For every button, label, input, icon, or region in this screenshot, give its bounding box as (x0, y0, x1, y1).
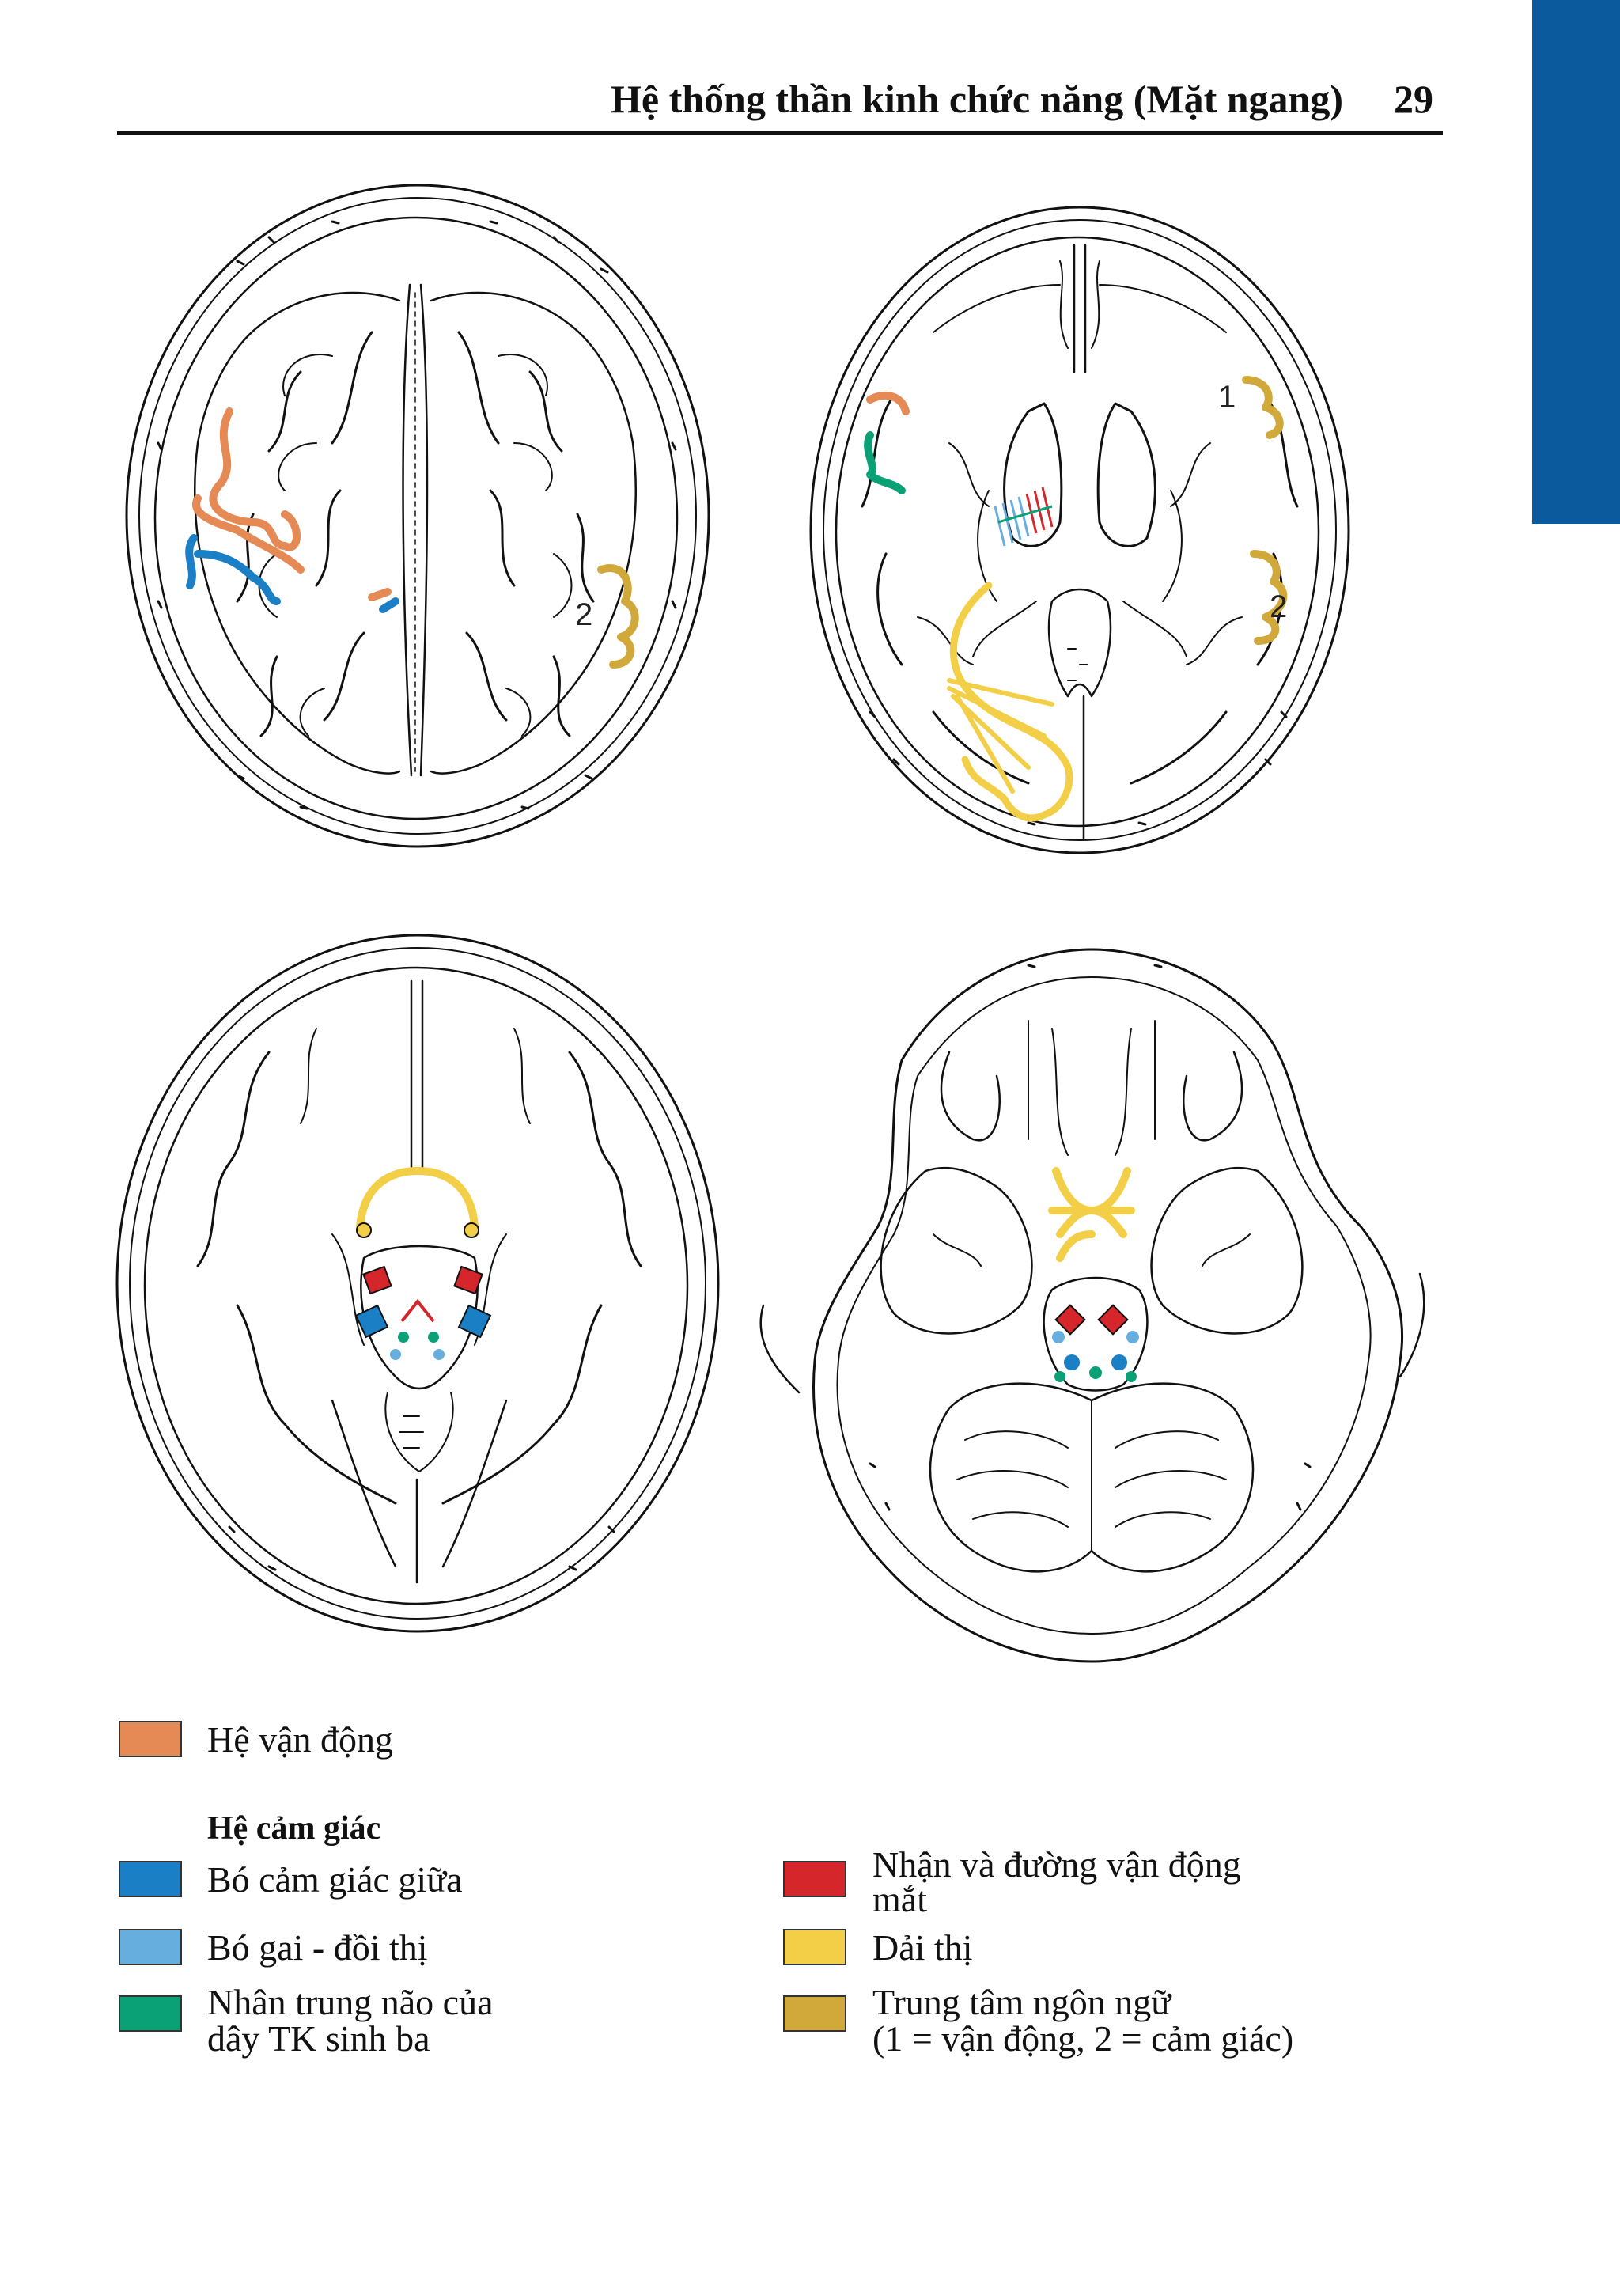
b-speech-sensory (1254, 554, 1283, 641)
legend-oculomotor-line1: Nhận và đường vận động (872, 1844, 1241, 1885)
page-number: 29 (1394, 77, 1433, 121)
b-speech-motor (1246, 380, 1280, 435)
swatch-oculomotor (783, 1861, 846, 1897)
a-label-2: 2 (575, 597, 592, 632)
b-motor-tract (870, 396, 906, 411)
brain-sections-figure: 2 1 2 (0, 0, 1620, 1693)
chapter-tab (1532, 0, 1620, 524)
legend-speech-line2: (1 = vận động, 2 = cảm giác) (872, 2018, 1294, 2059)
header-rule (117, 131, 1443, 135)
swatch-trigeminal (119, 1995, 182, 2032)
section-d-pons-axial (761, 949, 1425, 1661)
legend-optic-label: Dải thị (872, 1927, 973, 1968)
legend-trigeminal-line1: Nhân trung não của (207, 1982, 494, 2022)
b-trigeminal (868, 435, 902, 491)
legend-trigeminal-line2: dây TK sinh ba (207, 2018, 430, 2059)
b-label-2: 2 (1270, 589, 1287, 624)
legend-oculomotor-line2: mắt (872, 1879, 927, 1919)
b-internal-capsule-hatch (995, 487, 1052, 546)
swatch-optic (783, 1929, 846, 1965)
legend-medial-lemniscus-label: Bó cảm giác giữa (207, 1859, 463, 1900)
section-c-midbrain-axial (117, 935, 718, 1631)
page-title: Hệ thống thần kinh chức năng (Mặt ngang) (610, 77, 1343, 121)
a-speech-sensory (601, 568, 635, 665)
a-motor-tract-2 (196, 498, 301, 570)
a-spino-short (372, 592, 388, 597)
swatch-motor (119, 1721, 182, 1757)
c-optic-node-left (357, 1223, 371, 1237)
a-motor-tract (213, 411, 297, 547)
legend-speech-line1: Trung tâm ngôn ngữ (872, 1982, 1171, 2022)
a-medial-lemniscus (189, 538, 277, 601)
swatch-speech (783, 1995, 846, 2032)
legend-motor-label: Hệ vận động (207, 1719, 394, 1760)
c-optic-node-right (464, 1223, 479, 1237)
section-b-mid-axial (811, 207, 1349, 853)
section-a-high-axial (127, 185, 709, 847)
b-optic-fibers (949, 680, 1052, 791)
swatch-medial-lemniscus (119, 1861, 182, 1897)
a-spino-short-2 (383, 601, 396, 609)
legend-spinothalamic-label: Bó gai - đồi thị (207, 1927, 428, 1968)
b-label-1: 1 (1218, 380, 1236, 415)
page-header: Hệ thống thần kinh chức năng (Mặt ngang)… (117, 75, 1443, 135)
c-midbrain-nuclei (356, 1267, 490, 1360)
d-pons-nuclei (1052, 1305, 1139, 1382)
legend-sensory-heading: Hệ cảm giác (207, 1810, 381, 1847)
b-optic-radiation (953, 585, 1069, 818)
c-optic-tract (360, 1171, 475, 1226)
d-optic-chiasm (1052, 1171, 1131, 1258)
swatch-spinothalamic (119, 1929, 182, 1965)
